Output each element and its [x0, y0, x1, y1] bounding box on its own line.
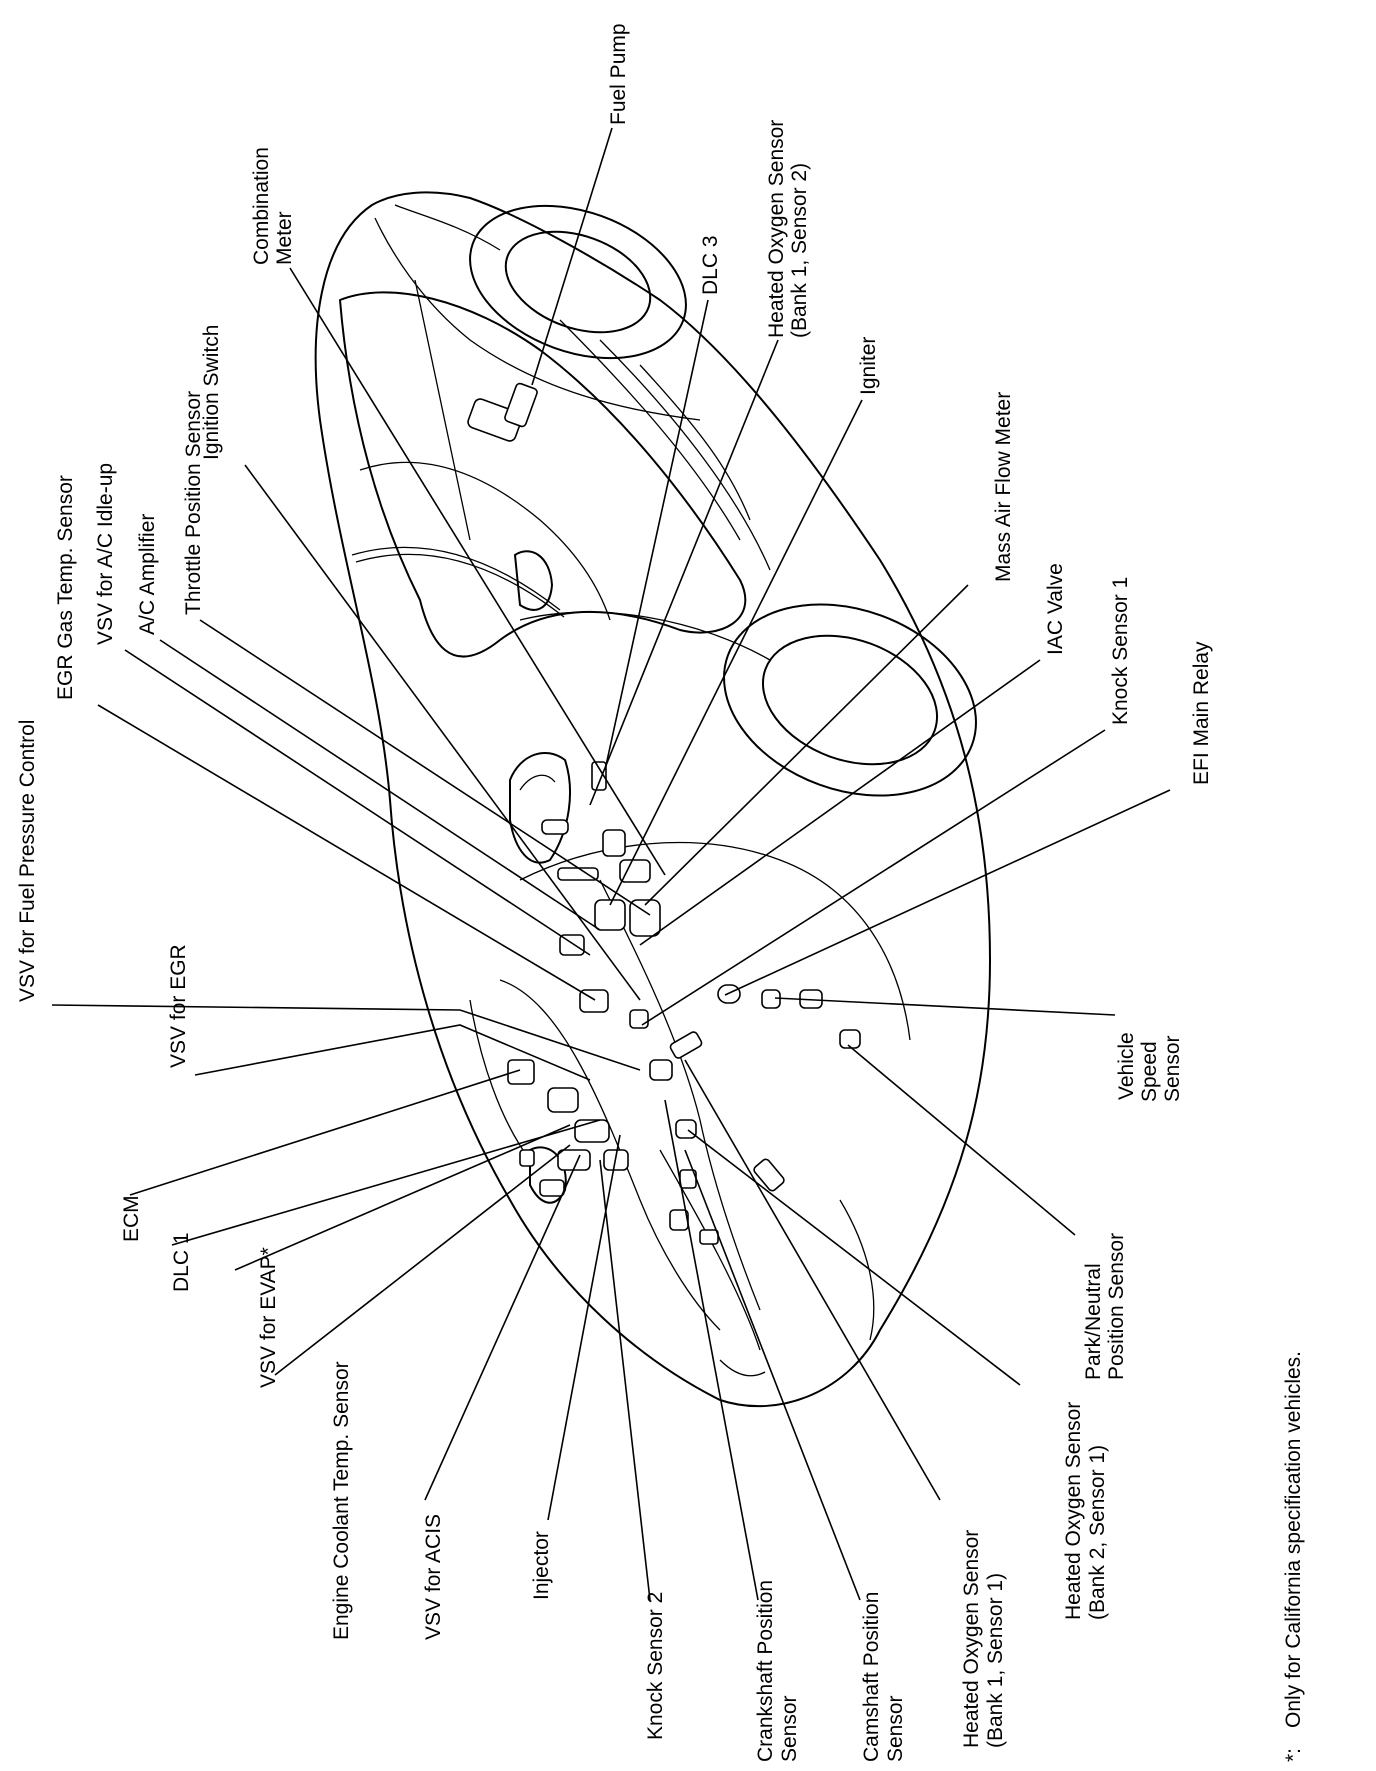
label-knock-sensor-2: Knock Sensor 2 — [644, 1592, 667, 1740]
label-vsv-ac-idle-up: VSV for A/C Idle-up — [94, 463, 117, 645]
label-throttle-position-sensor: Throttle Position Sensor — [182, 391, 205, 615]
label-vsv-evap: VSV for EVAP* — [257, 1247, 280, 1388]
label-vsv-egr: VSV for EGR — [167, 944, 190, 1068]
label-fuel-pump: Fuel Pump — [607, 23, 630, 125]
label-dlc1: DLC 1 — [170, 1232, 193, 1292]
vehicle-outline — [314, 191, 991, 1408]
footnote-marker: *: — [1282, 1748, 1305, 1762]
label-heated-oxygen-sensor-b2s1: Heated Oxygen Sensor (Bank 2, Sensor 1) — [1062, 1396, 1109, 1620]
component-glyphs — [467, 382, 861, 1245]
label-ignition-switch: Ignition Switch — [200, 325, 223, 460]
leader-lines — [51, 127, 1171, 1601]
label-vsv-fuel-pressure-control: VSV for Fuel Pressure Control — [16, 720, 39, 1002]
label-mass-air-flow-meter: Mass Air Flow Meter — [992, 392, 1015, 582]
label-heated-oxygen-sensor-b1s2: Heated Oxygen Sensor (Bank 1, Sensor 2) — [765, 114, 811, 338]
footnote: *: Only for California specification veh… — [1282, 1351, 1305, 1762]
label-efi-main-relay: EFI Main Relay — [1190, 641, 1213, 785]
footnote-text: Only for California specification vehicl… — [1282, 1351, 1305, 1728]
label-engine-coolant-temp-sensor: Engine Coolant Temp. Sensor — [330, 1361, 353, 1640]
label-combination-meter: Combination Meter — [250, 141, 296, 265]
label-park-neutral-position-sensor: Park/Neutral Position Sensor — [1082, 1233, 1128, 1380]
label-iac-valve: IAC Valve — [1044, 563, 1067, 655]
label-ac-amplifier: A/C Amplifier — [136, 514, 159, 635]
label-igniter: Igniter — [857, 337, 880, 395]
label-egr-gas-temp-sensor: EGR Gas Temp. Sensor — [54, 475, 77, 700]
label-heated-oxygen-sensor-b1s1: Heated Oxygen Sensor (Bank 1, Sensor 1) — [960, 1524, 1007, 1748]
label-vsv-acis: VSV for ACIS — [422, 1514, 445, 1640]
label-vehicle-speed-sensor: Vehicle Speed Sensor — [1115, 1026, 1184, 1102]
component-labels: Fuel Pump Heated Oxygen Sensor (Bank 1, … — [16, 23, 1213, 1762]
label-ecm: ECM — [120, 1195, 143, 1242]
label-knock-sensor-1: Knock Sensor 1 — [1109, 577, 1132, 725]
label-camshaft-position-sensor: Camshaft Position Sensor — [860, 1586, 907, 1762]
label-crankshaft-position-sensor: Crankshaft Position Sensor — [754, 1574, 801, 1762]
label-dlc3: DLC 3 — [699, 235, 722, 295]
label-injector: Injector — [530, 1531, 553, 1600]
